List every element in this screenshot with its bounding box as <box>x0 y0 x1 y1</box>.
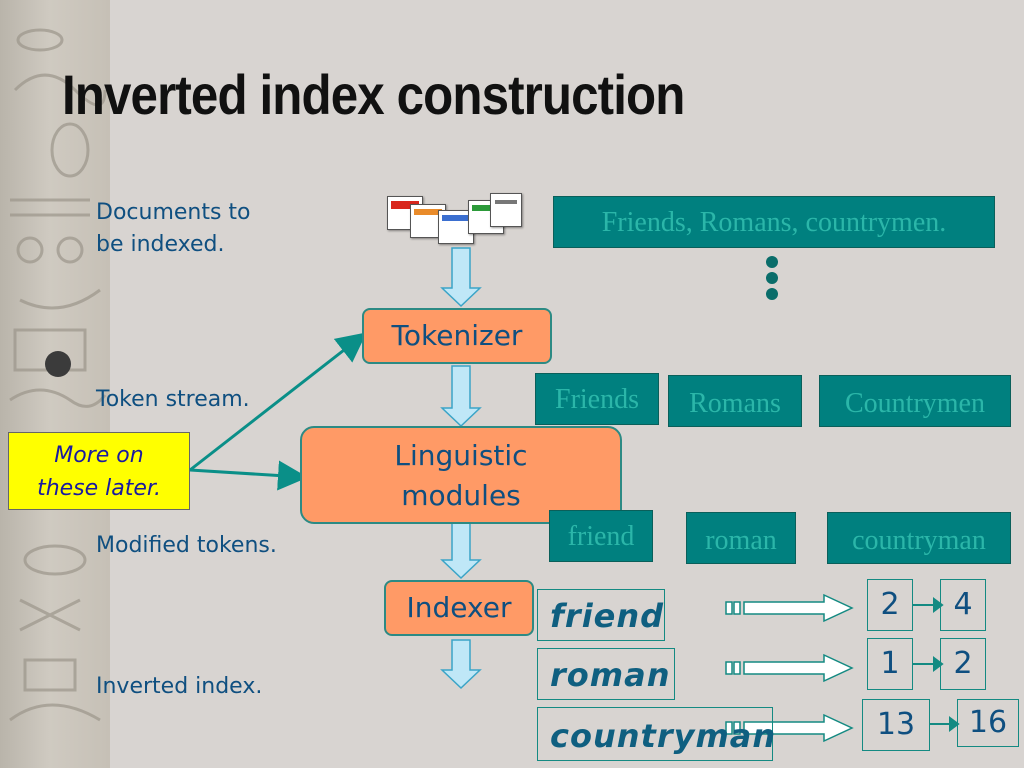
posting-friend-1-text: 2 <box>880 587 900 622</box>
hieroglyph-background <box>0 0 110 768</box>
documents-label: Documents to be indexed. <box>96 197 251 261</box>
posting-countryman-2-text: 16 <box>968 705 1008 740</box>
token-countrymen: Countrymen <box>819 375 1011 427</box>
down-arrow-linguistic-to-indexer <box>440 521 482 580</box>
index-term-countryman-text: countryman <box>550 717 777 755</box>
documents-label-line2: be indexed. <box>96 232 225 257</box>
index-term-roman: roman <box>537 648 675 700</box>
note-line2: these later. <box>37 476 161 501</box>
indexer-label: Indexer <box>406 591 512 624</box>
linguistic-label-line1: Linguistic <box>394 439 528 472</box>
index-term-friend-text: friend <box>550 597 665 635</box>
modified-token-roman-text: roman <box>705 525 777 556</box>
index-term-friend: friend <box>537 589 665 641</box>
ellipsis-dot-2 <box>766 272 778 284</box>
modified-token-friend-text: friend <box>567 521 635 552</box>
dark-circle-glyph <box>45 351 71 377</box>
down-arrow-docs-to-tokenizer <box>440 247 482 308</box>
down-arrow-tokenizer-to-linguistic <box>440 365 482 428</box>
posting-roman-1: 1 <box>867 638 913 690</box>
documents-label-line1: Documents to <box>96 200 251 225</box>
modified-token-roman: roman <box>686 512 796 564</box>
page-title: Inverted index construction <box>62 63 685 126</box>
posting-roman-2-text: 2 <box>953 646 973 681</box>
linguistic-modules-box: Linguistic modules <box>300 426 622 524</box>
sentence-text: Friends, Romans, countrymen. <box>601 207 947 238</box>
tokenizer-box: Tokenizer <box>362 308 552 364</box>
inverted-index-label: Inverted index. <box>96 674 263 699</box>
indexer-box: Indexer <box>384 580 534 636</box>
posting-countryman-1-text: 13 <box>876 707 916 742</box>
token-romans-text: Romans <box>689 388 781 419</box>
posting-roman-2: 2 <box>940 638 986 690</box>
pointer-arrow-friend <box>725 593 854 623</box>
posting-countryman-2: 16 <box>957 699 1019 747</box>
modified-tokens-label: Modified tokens. <box>96 533 277 558</box>
token-romans: Romans <box>668 375 802 427</box>
modified-token-countryman: countryman <box>827 512 1011 564</box>
ellipsis-dot-1 <box>766 256 778 268</box>
more-later-note: More on these later. <box>8 432 190 510</box>
ellipsis-dot-3 <box>766 288 778 300</box>
sentence-box: Friends, Romans, countrymen. <box>553 196 995 248</box>
note-arrow-to-linguistic <box>189 460 308 491</box>
token-countrymen-text: Countrymen <box>845 388 985 419</box>
posting-friend-2-text: 4 <box>953 587 973 622</box>
note-line1: More on <box>54 443 144 468</box>
generic-document-icon <box>490 193 522 227</box>
posting-friend-1: 2 <box>867 579 913 631</box>
pointer-arrow-roman <box>725 653 854 683</box>
note-arrow-to-tokenizer <box>189 332 367 472</box>
modified-token-friend: friend <box>549 510 653 562</box>
token-friends: Friends <box>535 373 659 425</box>
token-stream-label: Token stream. <box>96 387 250 412</box>
pointer-arrow-countryman <box>725 713 854 743</box>
posting-countryman-1: 13 <box>862 699 930 751</box>
token-friends-text: Friends <box>555 384 639 415</box>
posting-friend-2: 4 <box>940 579 986 631</box>
down-arrow-indexer-to-index <box>440 639 482 690</box>
linguistic-label-line2: modules <box>401 479 521 512</box>
posting-roman-1-text: 1 <box>880 646 900 681</box>
index-term-roman-text: roman <box>550 656 671 694</box>
index-term-countryman: countryman <box>537 707 777 761</box>
modified-token-countryman-text: countryman <box>852 525 986 556</box>
tokenizer-label: Tokenizer <box>391 319 523 352</box>
